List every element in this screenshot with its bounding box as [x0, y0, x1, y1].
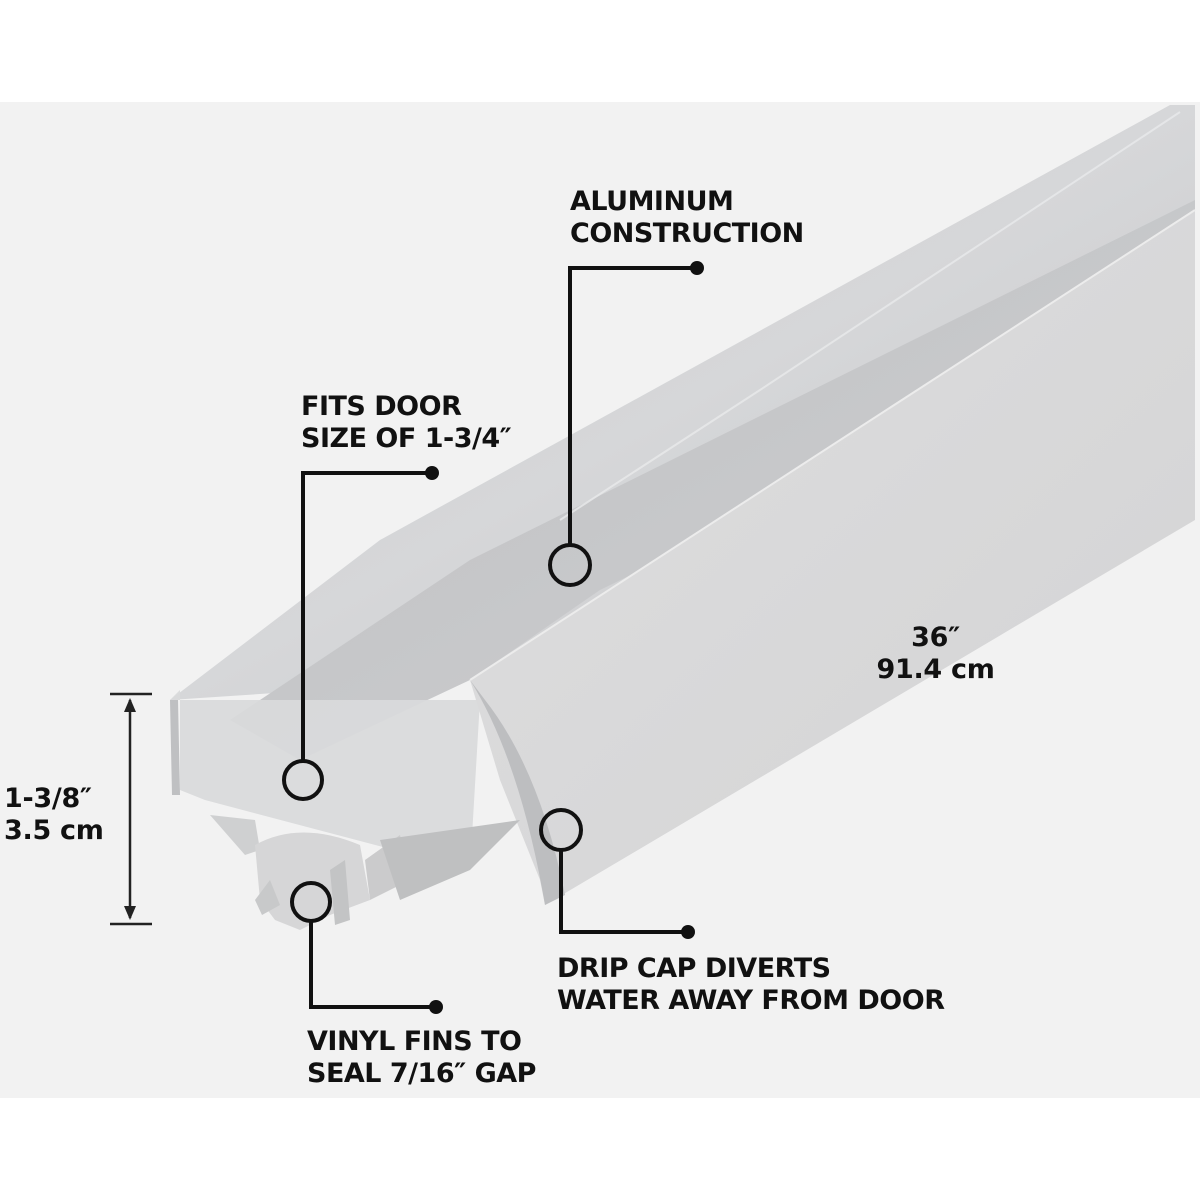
callout-vinyl-fins: VINYL FINS TO SEAL 7/16″ GAP [307, 1026, 536, 1090]
callout-line: SEAL 7/16″ GAP [307, 1058, 536, 1089]
callout-line: ALUMINUM [570, 186, 734, 217]
callout-line: DRIP CAP DIVERTS [557, 953, 831, 984]
callout-line: CONSTRUCTION [570, 218, 804, 249]
length-dimension-label: 36″ 91.4 cm [868, 622, 1003, 686]
callout-aluminum-construction: ALUMINUM CONSTRUCTION [570, 186, 804, 250]
callout-dots [425, 261, 704, 1014]
callout-drip-cap: DRIP CAP DIVERTS WATER AWAY FROM DOOR [557, 953, 945, 1017]
length-imperial: 36″ [911, 622, 960, 653]
callout-leaders [282, 266, 695, 1009]
height-dimension-arrow [110, 692, 152, 926]
callout-line: WATER AWAY FROM DOOR [557, 985, 945, 1016]
callout-line: VINYL FINS TO [307, 1026, 522, 1057]
height-dimension-label: 1-3/8″ 3.5 cm [4, 783, 104, 847]
callout-line: SIZE OF 1-3/4″ [301, 423, 512, 454]
length-metric: 91.4 cm [876, 654, 995, 685]
drip-cap-dot-icon [681, 925, 695, 939]
aluminum-channel [170, 105, 1195, 870]
callout-line: FITS DOOR [301, 391, 462, 422]
door-size-dot-icon [425, 466, 439, 480]
callout-fits-door-size: FITS DOOR SIZE OF 1-3/4″ [301, 391, 512, 455]
height-metric: 3.5 cm [4, 815, 104, 846]
aluminum-dot-icon [690, 261, 704, 275]
height-imperial: 1-3/8″ [4, 783, 92, 814]
vinyl-fins-dot-icon [429, 1000, 443, 1014]
drip-cap [469, 209, 1196, 905]
